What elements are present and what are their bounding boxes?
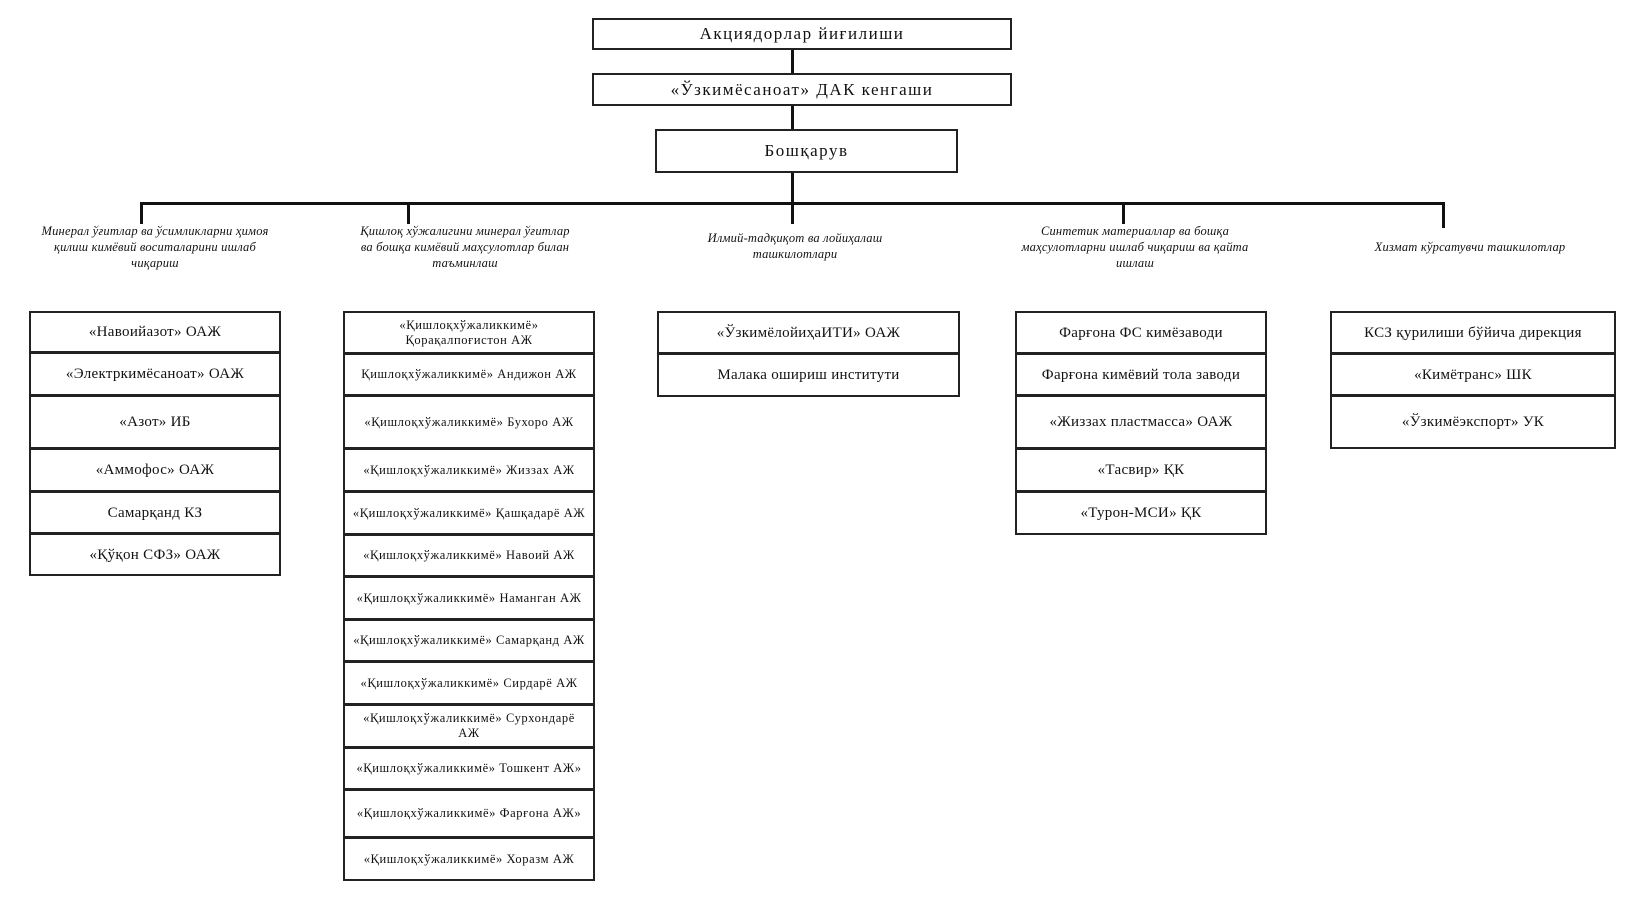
- category-label-agriculture: Қишлоқ хўжалигини минерал ўғитлар ва бош…: [360, 224, 570, 270]
- branch-5: [1442, 202, 1445, 228]
- org-box: «Қишлоқхўжаликкимё» Наманган АЖ: [343, 576, 595, 620]
- category-label-services: Хизмат кўрсатувчи ташкилотлар: [1374, 240, 1566, 254]
- org-box: «Қишлоқхўжаликкимё» Тошкент АЖ»: [343, 747, 595, 790]
- org-box: «Қишлоқхўжаликкимё» Жиззах АЖ: [343, 448, 595, 492]
- org-box: «ЎзкимёлойиҳаИТИ» ОАЖ: [657, 311, 960, 354]
- org-box: «Қишлоқхўжаликкимё» Сурхондарё АЖ: [343, 704, 595, 748]
- org-box: «Қишлоқхўжаликкимё» Сирдарё АЖ: [343, 661, 595, 705]
- org-box: Самарқанд КЗ: [29, 491, 281, 534]
- category-label-synthetics: Синтетик материаллар ва бошқа маҳсулотла…: [1021, 224, 1249, 270]
- org-box: Фарғона ФС кимёзаводи: [1015, 311, 1267, 354]
- category-label-minerals: Минерал ўғитлар ва ўсимликларни ҳимоя қи…: [41, 224, 269, 270]
- org-box: «Жиззах пластмасса» ОАЖ: [1015, 395, 1267, 449]
- branch-2: [407, 202, 410, 224]
- org-box: «Ўзкимёэкспорт» УК: [1330, 395, 1616, 449]
- org-box: «Қишлоқхўжаликкимё» Бухоро АЖ: [343, 395, 595, 449]
- org-box: Қишлоқхўжаликкимё» Андижон АЖ: [343, 353, 595, 396]
- org-box: «Аммофос» ОАЖ: [29, 448, 281, 492]
- org-box: «Тасвир» ҚК: [1015, 448, 1267, 492]
- branch-4: [1122, 202, 1125, 224]
- org-box: «Навоийазот» ОАЖ: [29, 311, 281, 353]
- connector-board-bus: [791, 172, 794, 204]
- org-box: «Қишлоқхўжаликкимё» Навоий АЖ: [343, 534, 595, 577]
- org-box: «Қўқон СФЗ» ОАЖ: [29, 533, 281, 576]
- connector-council-board: [791, 104, 794, 129]
- org-box: Фарғона кимёвий тола заводи: [1015, 353, 1267, 396]
- branch-3: [791, 202, 794, 224]
- org-box: «Қишлоқхўжаликкимё» Самарқанд АЖ: [343, 619, 595, 662]
- org-box: «Кимётранс» ШК: [1330, 353, 1616, 396]
- org-box: «Қишлоқхўжаликкимё» Қорақалпоғистон АЖ: [343, 311, 595, 354]
- org-box: Малака ошириш институти: [657, 353, 960, 397]
- category-label-research: Илмий-тадқиқот ва лойиҳалаш ташкилотлари: [707, 231, 883, 261]
- org-box: «Қишлоқхўжаликкимё» Фарғона АЖ»: [343, 789, 595, 838]
- board-box: Бошқарув: [655, 129, 958, 173]
- connector-shareholders-council: [791, 48, 794, 74]
- org-box: «Қишлоқхўжаликкимё» Қашқадарё АЖ: [343, 491, 595, 535]
- org-box: «Турон-МСИ» ҚК: [1015, 491, 1267, 535]
- council-box: «Ўзкимёсаноат» ДАК кенгаши: [592, 73, 1012, 106]
- org-box: «Қишлоқхўжаликкимё» Хоразм АЖ: [343, 837, 595, 881]
- org-box: КСЗ қурилиши бўйича дирекция: [1330, 311, 1616, 354]
- org-box: «Электркимёсаноат» ОАЖ: [29, 352, 281, 396]
- shareholders-box: Акциядорлар йиғилиши: [592, 18, 1012, 50]
- org-box: «Азот» ИБ: [29, 395, 281, 449]
- branch-1: [140, 202, 143, 224]
